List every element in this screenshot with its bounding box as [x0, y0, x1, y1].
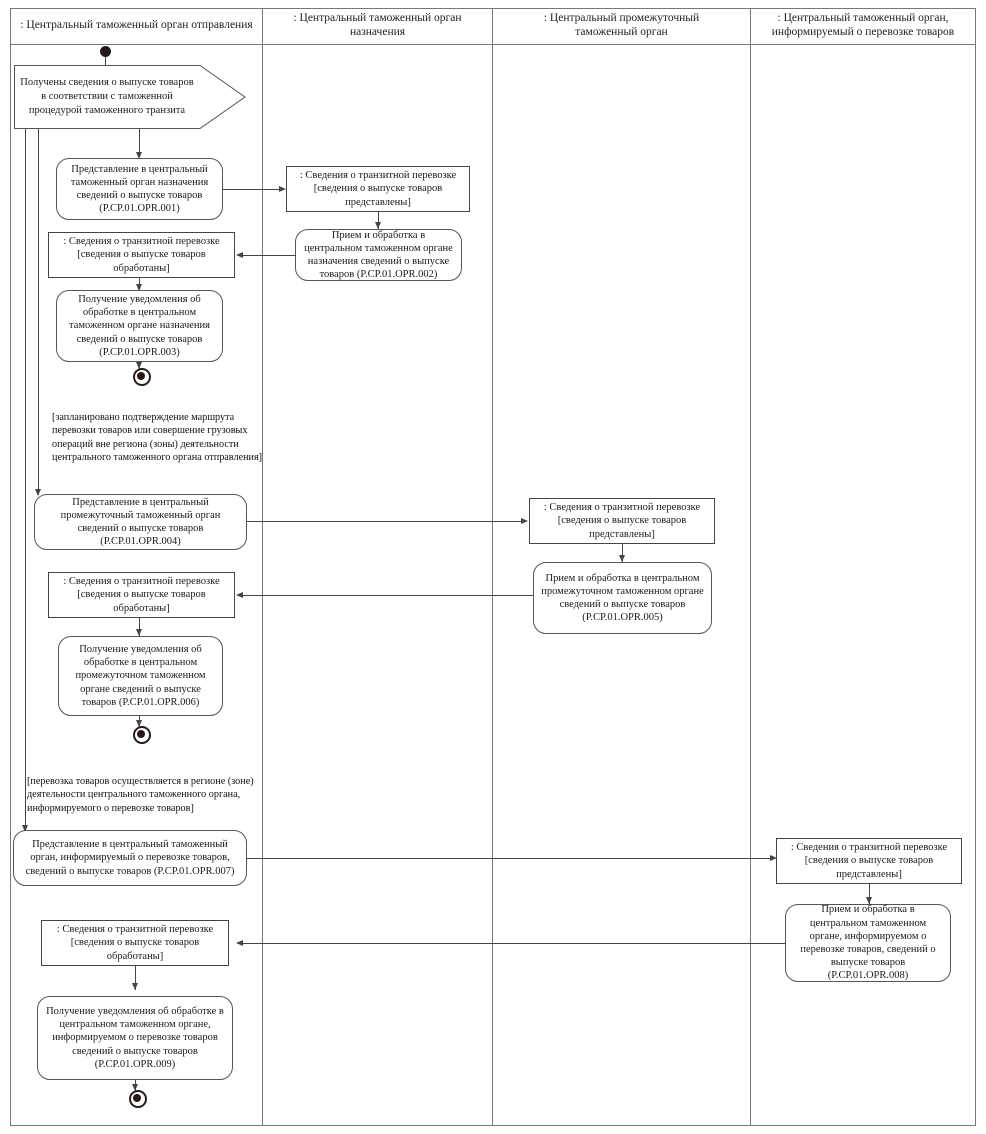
- arrowhead-obj-processed-1: [236, 252, 243, 258]
- lane-title-destination: : Центральный таможенный орган назначени…: [293, 12, 462, 38]
- arrowhead-final-1: [136, 362, 142, 369]
- arrowhead-opr007: [22, 825, 28, 832]
- object-transit-info-presented-3[interactable]: : Сведения о транзитной перевозке [сведе…: [776, 838, 962, 884]
- final-node-1: [133, 368, 151, 386]
- action-opr-005[interactable]: Прием и обработка в центральном промежут…: [533, 562, 712, 634]
- final-node-3: [129, 1090, 147, 1108]
- edge-objprocessed2-to-opr006: [139, 618, 140, 636]
- edge-objprocessed3-to-opr009: [135, 966, 136, 990]
- action-opr-006[interactable]: Получение уведомления об обработке в цен…: [58, 636, 223, 716]
- arrowhead-final-3: [132, 1084, 138, 1091]
- lane-header-separator: [10, 44, 976, 45]
- edge-obj3-to-opr008: [869, 884, 870, 904]
- lane-divider-3: [750, 8, 751, 1126]
- action-opr-001[interactable]: Представление в центральный таможенный о…: [56, 158, 223, 220]
- edge-opr008-to-obj-processed3: [240, 943, 785, 944]
- lane-title-intermediate: : Центральный промежуточный таможенный о…: [543, 12, 700, 38]
- arrowhead-final-2: [136, 720, 142, 727]
- arrowhead-opr009: [132, 983, 138, 990]
- arrowhead-opr002: [375, 222, 381, 229]
- action-opr-004[interactable]: Представление в центральный промежуточны…: [34, 494, 247, 550]
- edge-signal-to-opr007: [25, 129, 26, 831]
- arrowhead-opr004: [35, 489, 41, 496]
- signal-receipt-label: Получены сведения о выпуске товаров в со…: [20, 77, 194, 116]
- signal-shape: [14, 65, 246, 129]
- arrowhead-obj-presented-2: [521, 518, 528, 524]
- arrowhead-obj-presented-1: [279, 186, 286, 192]
- edge-obj1-to-opr002: [378, 212, 379, 229]
- action-opr-009[interactable]: Получение уведомления об обработке в цен…: [37, 996, 233, 1080]
- object-transit-info-processed-1[interactable]: : Сведения о транзитной перевозке [сведе…: [48, 232, 235, 278]
- arrowhead-opr005: [619, 555, 625, 562]
- object-transit-info-processed-2[interactable]: : Сведения о транзитной перевозке [сведе…: [48, 572, 235, 618]
- edge-obj2-to-opr005: [622, 544, 623, 562]
- signal-receipt-goods-release: Получены сведения о выпуске товаров в со…: [14, 65, 246, 129]
- action-opr-003[interactable]: Получение уведомления об обработке в цен…: [56, 290, 223, 362]
- initial-node: [100, 46, 111, 57]
- action-opr-002[interactable]: Прием и обработка в центральном таможенн…: [295, 229, 462, 281]
- edge-signal-to-opr004: [38, 129, 39, 495]
- lane-title-informed: : Центральный таможенный орган, информир…: [771, 12, 955, 38]
- guard-condition-1: [запланировано подтверждение маршрута пе…: [52, 412, 263, 464]
- swimlane-frame: [10, 8, 976, 1126]
- lane-title-departure: : Центральный таможенный орган отправлен…: [20, 19, 253, 31]
- arrowhead-opr008: [866, 897, 872, 904]
- edge-opr004-to-obj2: [247, 521, 523, 522]
- arrowhead-opr006: [136, 629, 142, 636]
- edge-signal-to-opr001: [139, 129, 140, 155]
- guard-condition-2: [перевозка товаров осуществляется в реги…: [27, 776, 254, 814]
- edge-opr001-to-obj1: [223, 189, 281, 190]
- edge-opr005-to-obj-processed2: [240, 595, 533, 596]
- object-transit-info-presented-1[interactable]: : Сведения о транзитной перевозке [сведе…: [286, 166, 470, 212]
- arrowhead-obj-presented-3: [770, 855, 777, 861]
- object-transit-info-presented-2[interactable]: : Сведения о транзитной перевозке [сведе…: [529, 498, 715, 544]
- arrowhead-opr001: [136, 152, 142, 159]
- edge-opr007-to-obj3: [247, 858, 772, 859]
- edge-initial-to-signal: [105, 57, 106, 66]
- final-node-2: [133, 726, 151, 744]
- arrowhead-opr003: [136, 284, 142, 291]
- arrowhead-obj-processed-3: [236, 940, 243, 946]
- lane-divider-1: [262, 8, 263, 1126]
- edge-opr002-to-obj-processed1: [240, 255, 296, 256]
- action-opr-007[interactable]: Представление в центральный таможенный о…: [13, 830, 247, 886]
- action-opr-008[interactable]: Прием и обработка в центральном таможенн…: [785, 904, 951, 982]
- arrowhead-obj-processed-2: [236, 592, 243, 598]
- object-transit-info-processed-3[interactable]: : Сведения о транзитной перевозке [сведе…: [41, 920, 229, 966]
- lane-divider-2: [492, 8, 493, 1126]
